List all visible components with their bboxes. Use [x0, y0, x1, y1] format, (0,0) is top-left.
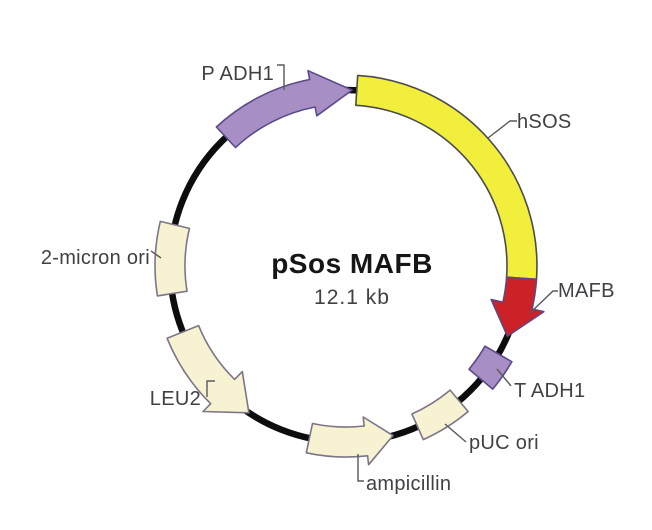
connector-p-adh1	[277, 64, 285, 90]
label-hsos: hSOS	[517, 111, 572, 133]
feature-p-adh1	[215, 69, 353, 149]
feature-leu2	[166, 324, 250, 414]
feature-mafb	[490, 276, 545, 337]
feature-t-adh1	[468, 345, 513, 390]
connector-leu2	[206, 380, 215, 397]
connector-puc-ori	[444, 423, 467, 443]
label-puc-ori: pUC ori	[469, 432, 539, 454]
connector-2-micron-ori	[150, 250, 162, 259]
connector-t-adh1	[496, 368, 512, 387]
feature-labels: P ADH1 hSOS MAFB T ADH1 pUC ori ampicill…	[41, 63, 615, 495]
connector-hsos	[487, 120, 517, 139]
label-connectors	[150, 64, 558, 482]
feature-puc-ori	[411, 389, 469, 441]
plasmid-title: pSos MAFB	[271, 248, 433, 279]
feature-ampicillin	[305, 416, 394, 466]
label-2-micron-ori: 2-micron ori	[41, 247, 150, 269]
plasmid-size: 12.1 kb	[314, 286, 390, 309]
feature-2-micron-ori	[154, 220, 191, 297]
label-t-adh1: T ADH1	[514, 380, 585, 402]
label-ampicillin: ampicillin	[366, 473, 451, 495]
feature-shapes	[154, 69, 545, 466]
label-mafb: MAFB	[558, 280, 615, 302]
label-leu2: LEU2	[150, 388, 201, 410]
connector-ampicillin	[357, 454, 364, 482]
connector-mafb	[529, 290, 558, 314]
label-p-adh1: P ADH1	[201, 63, 274, 85]
